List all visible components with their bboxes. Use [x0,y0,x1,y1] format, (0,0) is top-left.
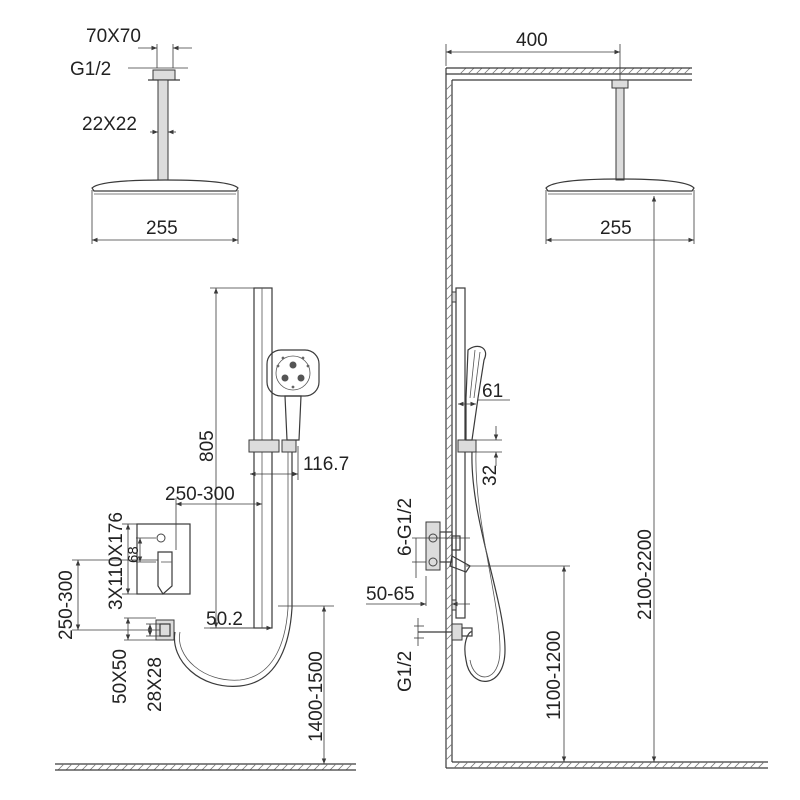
dim-holder-offset: 116.7 [303,454,349,475]
dim-rail-height: 805 [197,430,218,462]
right-wall-and-ceiling [445,67,768,769]
left-mixer-valve [136,523,191,595]
left-hose [173,452,293,687]
left-hand-shower [266,349,320,441]
dim-valve-height: 250-300 [56,570,77,640]
dim-outlet-thread: G1/2 [395,651,416,692]
dim-head-height: 2100-2200 [635,529,656,620]
dim-ceiling-reach: 400 [516,30,548,51]
left-slide-rail [248,287,297,629]
left-overhead-shower [91,69,239,195]
dim-mixer-offset: 250-300 [165,484,235,505]
dim-arm: 22X22 [82,114,137,135]
dim-thread-top: G1/2 [70,59,111,80]
right-hand-shower [465,345,487,441]
right-hose [464,451,506,682]
dim-handset-depth: 61 [482,381,503,402]
dim-head-width-right: 255 [600,218,632,239]
dim-elbow-plate: 50X50 [110,649,131,704]
dim-valve-box: 3X110X176 [106,512,127,610]
dim-elbow-body: 28X28 [145,657,166,712]
right-overhead-shower [545,79,695,195]
dim-head-width-left: 255 [146,218,178,239]
left-floor [55,763,356,771]
dim-mixer-height: 1100-1200 [544,631,565,720]
dim-elbow-height: 1400-1500 [306,651,327,742]
right-dimensions: 400 255 61 32 6-G1/2 50-65 G1/2 1100- [366,30,695,762]
left-top-dimensions: 70X70 G1/2 22X22 255 [70,26,239,244]
dim-rail-gap: 50.2 [206,609,243,630]
right-mixer-valve [425,521,471,573]
dim-mixer-threads: 6-G1/2 [395,498,416,556]
dim-mixer-depth: 50-65 [366,584,415,605]
left-lower-dimensions: 805 116.7 250-300 3X110X176 68 250-300 5… [56,287,349,764]
right-wall-elbow [418,623,473,641]
dim-holder-depth: 32 [480,465,501,486]
dim-valve-spacing: 68 [125,546,142,563]
dim-ceiling-plate: 70X70 [86,26,141,47]
